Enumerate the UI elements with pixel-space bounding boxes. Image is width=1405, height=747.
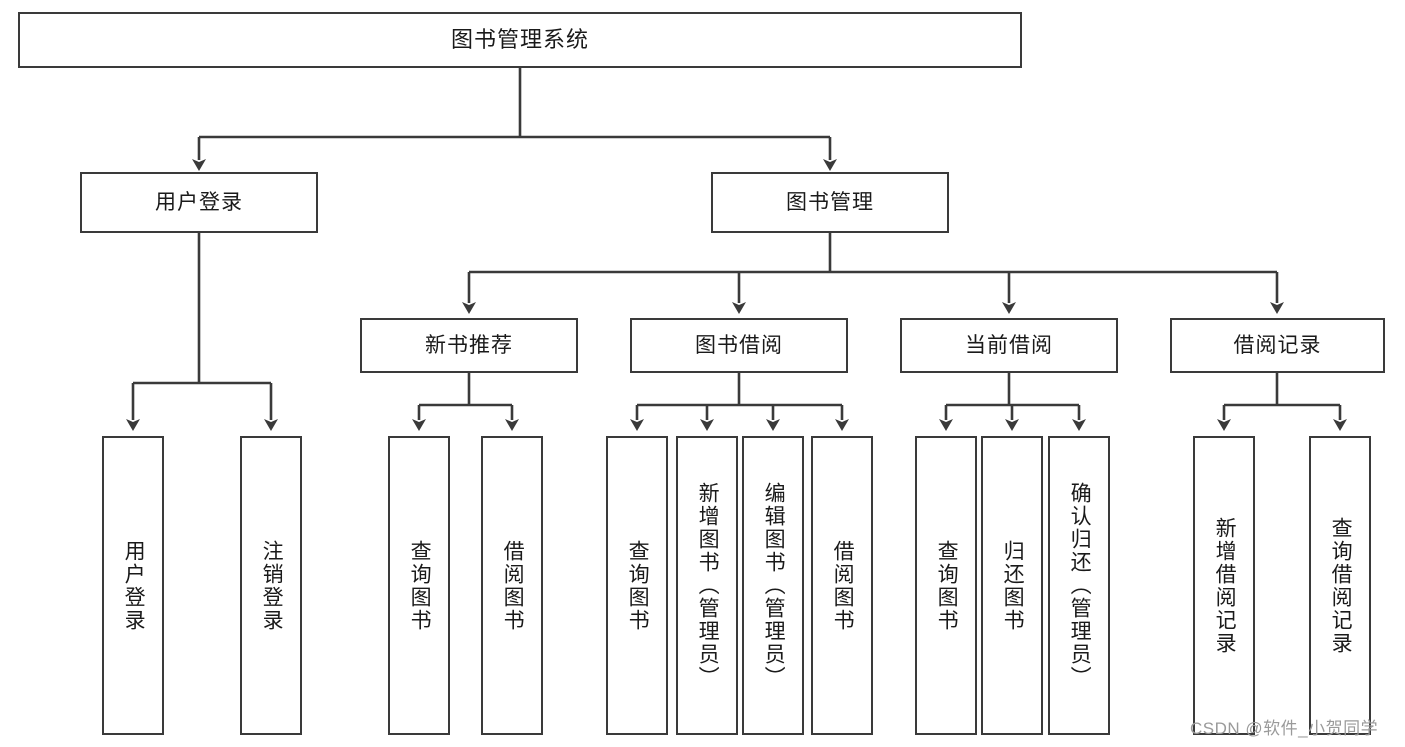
node-borrow-record[interactable]: 借阅记录 <box>1170 318 1385 373</box>
node-leaf-query-book-2[interactable]: 查询图书 <box>606 436 668 735</box>
csdn-watermark: CSDN @软件_小贺同学 <box>1190 719 1379 738</box>
node-book-borrow-label: 图书借阅 <box>695 333 783 357</box>
node-leaf-logout[interactable]: 注销登录 <box>240 436 302 735</box>
node-borrow-record-label: 借阅记录 <box>1233 333 1322 357</box>
node-leaf-query-book-2-label: 查询图书 <box>626 539 650 632</box>
node-leaf-edit-book-label: 编辑图书（管理员） <box>762 482 786 689</box>
node-current-borrow[interactable]: 当前借阅 <box>900 318 1118 373</box>
node-root[interactable]: 图书管理系统 <box>18 12 1022 68</box>
node-book-manage[interactable]: 图书管理 <box>711 172 949 233</box>
node-leaf-borrow-book-1-label: 借阅图书 <box>501 539 525 632</box>
node-new-book-recommend-label: 新书推荐 <box>425 333 513 357</box>
node-current-borrow-label: 当前借阅 <box>965 333 1053 357</box>
node-leaf-add-book-label: 新增图书（管理员） <box>696 482 720 689</box>
node-user-login[interactable]: 用户登录 <box>80 172 318 233</box>
node-leaf-query-record[interactable]: 查询借阅记录 <box>1309 436 1371 735</box>
node-leaf-return-book-label: 归还图书 <box>1001 539 1025 632</box>
node-leaf-borrow-book-2[interactable]: 借阅图书 <box>811 436 873 735</box>
node-leaf-edit-book[interactable]: 编辑图书（管理员） <box>742 436 804 735</box>
node-leaf-logout-label: 注销登录 <box>260 539 284 632</box>
node-leaf-add-record-label: 新增借阅记录 <box>1213 516 1237 655</box>
node-leaf-user-login[interactable]: 用户登录 <box>102 436 164 735</box>
node-leaf-add-record[interactable]: 新增借阅记录 <box>1193 436 1255 735</box>
node-leaf-return-book[interactable]: 归还图书 <box>981 436 1043 735</box>
node-leaf-confirm-return-label: 确认归还（管理员） <box>1068 482 1092 689</box>
node-book-manage-label: 图书管理 <box>786 190 874 214</box>
node-leaf-add-book[interactable]: 新增图书（管理员） <box>676 436 738 735</box>
node-leaf-borrow-book-2-label: 借阅图书 <box>831 539 855 632</box>
node-book-borrow[interactable]: 图书借阅 <box>630 318 848 373</box>
node-leaf-query-book-3[interactable]: 查询图书 <box>915 436 977 735</box>
node-leaf-query-book-1-label: 查询图书 <box>408 539 432 632</box>
node-leaf-user-login-label: 用户登录 <box>122 539 146 632</box>
node-leaf-confirm-return[interactable]: 确认归还（管理员） <box>1048 436 1110 735</box>
node-user-login-label: 用户登录 <box>155 190 243 214</box>
node-root-label: 图书管理系统 <box>450 26 589 52</box>
node-leaf-query-book-1[interactable]: 查询图书 <box>388 436 450 735</box>
node-leaf-borrow-book-1[interactable]: 借阅图书 <box>481 436 543 735</box>
node-leaf-query-record-label: 查询借阅记录 <box>1329 516 1353 655</box>
node-leaf-query-book-3-label: 查询图书 <box>935 539 959 632</box>
node-new-book-recommend[interactable]: 新书推荐 <box>360 318 578 373</box>
